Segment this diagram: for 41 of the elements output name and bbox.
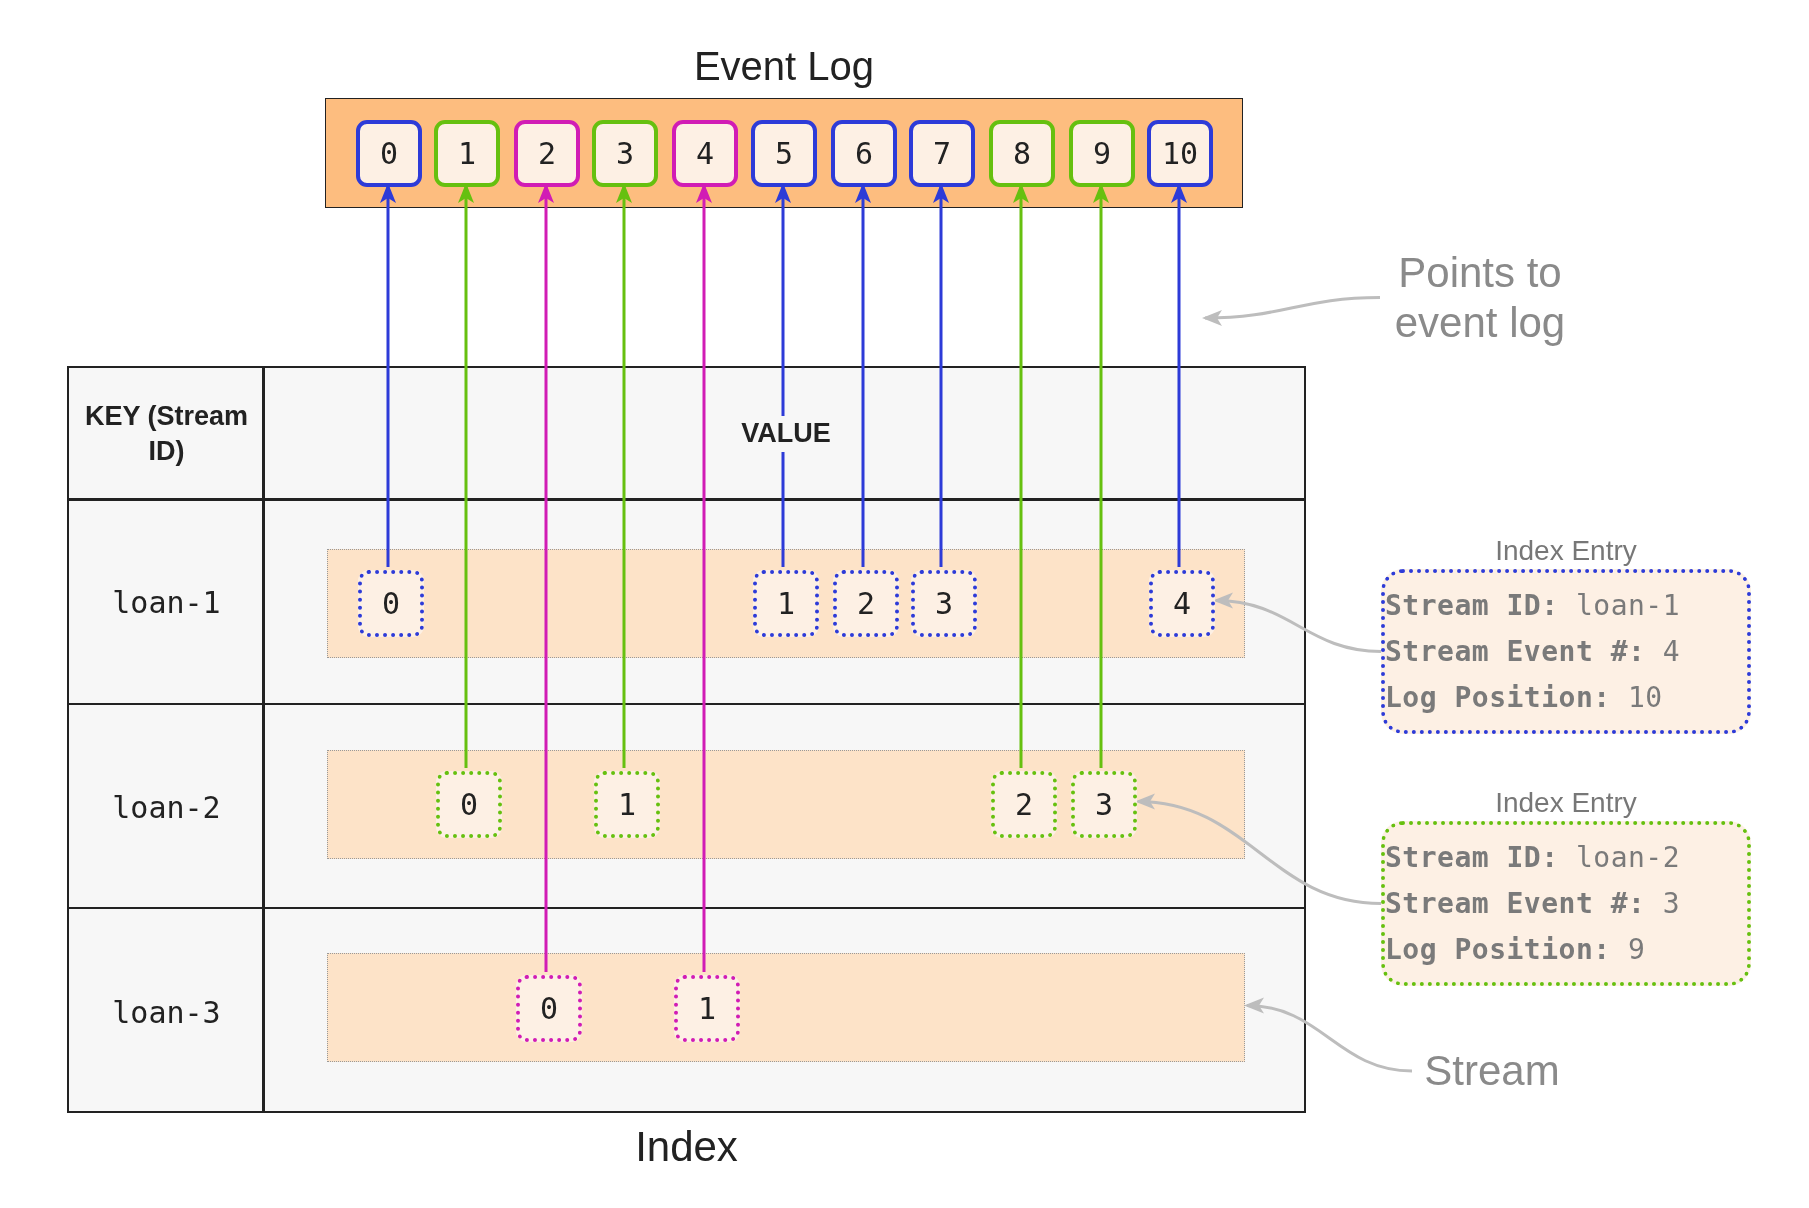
stream-event-cell: 0 <box>516 975 582 1042</box>
stream-event-cell: 4 <box>1149 570 1215 637</box>
leader-line <box>1213 593 1382 653</box>
index-entry-title: Index Entry <box>1495 535 1637 567</box>
log-event-cell: 6 <box>831 120 897 187</box>
stream-event-cell: 2 <box>991 771 1057 838</box>
stream-event-cell: 3 <box>1071 771 1137 838</box>
stream-event-cell: 1 <box>753 570 819 637</box>
stream-event-cell: 0 <box>358 570 424 637</box>
index-entry-title: Index Entry <box>1495 787 1637 819</box>
stream-bar <box>327 953 1245 1062</box>
stream-bar <box>327 750 1245 859</box>
log-event-cell: 9 <box>1069 120 1135 187</box>
index-entry-field: Stream ID: loan-1 <box>1385 583 1747 629</box>
log-event-cell: 8 <box>989 120 1055 187</box>
leader-line <box>1135 794 1382 905</box>
index-entry-field: Stream Event #: 3 <box>1385 881 1747 927</box>
stream-event-cell: 1 <box>594 771 660 838</box>
annotation-text: Stream <box>1412 1044 1572 1098</box>
index-entry-field: Stream ID: loan-2 <box>1385 835 1747 881</box>
stream-event-cell: 0 <box>436 771 502 838</box>
log-event-cell: 1 <box>434 120 500 187</box>
event-log-title: Event Log <box>693 44 875 89</box>
index-entry-field: Log Position: 10 <box>1385 675 1747 721</box>
stream-event-cell: 1 <box>674 975 740 1042</box>
log-event-cell: 7 <box>909 120 975 187</box>
log-event-cell: 2 <box>514 120 580 187</box>
leader-line <box>1202 296 1381 326</box>
log-event-cell: 4 <box>672 120 738 187</box>
log-event-cell: 10 <box>1147 120 1213 187</box>
log-event-cell: 0 <box>356 120 422 187</box>
stream-bar <box>327 549 1245 658</box>
log-event-cell: 5 <box>751 120 817 187</box>
annotation-text: Points to event log <box>1380 245 1580 350</box>
stream-event-cell: 3 <box>911 570 977 637</box>
index-title: Index <box>635 1123 738 1171</box>
leader-line <box>1244 998 1413 1073</box>
stream-event-cell: 2 <box>833 570 899 637</box>
index-entry-field: Log Position: 9 <box>1385 927 1747 973</box>
log-event-cell: 3 <box>592 120 658 187</box>
index-entry-field: Stream Event #: 4 <box>1385 629 1747 675</box>
